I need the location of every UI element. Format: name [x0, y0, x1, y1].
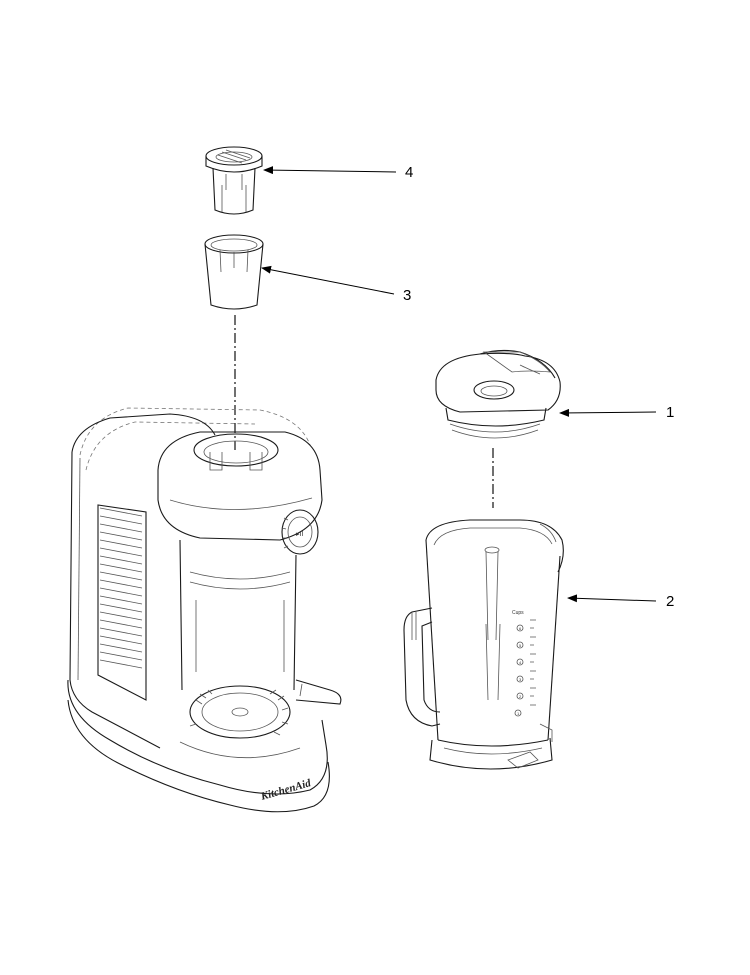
pitcher-scale-1: 1	[517, 711, 520, 716]
callout-2: 2	[666, 593, 675, 610]
callout-1: 1	[666, 404, 675, 421]
pitcher-scale-6: 6	[519, 626, 522, 631]
svg-text:▸II: ▸II	[296, 531, 303, 538]
callout-4: 4	[405, 164, 414, 181]
base-logo: KitchenAid	[259, 777, 313, 803]
leader-arrow-1	[559, 408, 657, 417]
pitcher-scale-3: 3	[519, 677, 522, 682]
part-4-cap-insert	[205, 146, 263, 215]
part-2-pitcher: Cups 6 5 4 3 2 1	[403, 519, 564, 770]
part-1-pitcher-lid	[435, 349, 561, 439]
part-3-strainer-cup	[204, 234, 264, 310]
pitcher-scale-2: 2	[519, 694, 522, 699]
base-unit: ▸II KitchenAid	[67, 407, 342, 813]
pitcher-scale-4: 4	[519, 660, 522, 665]
pitcher-scale-cups: Cups	[512, 610, 524, 616]
leader-arrow-4	[263, 166, 397, 175]
callout-3: 3	[403, 287, 412, 304]
leader-arrow-2	[567, 594, 657, 603]
pitcher-scale-5: 5	[519, 643, 522, 648]
leader-lines	[261, 166, 657, 603]
leader-arrow-3	[261, 265, 395, 295]
